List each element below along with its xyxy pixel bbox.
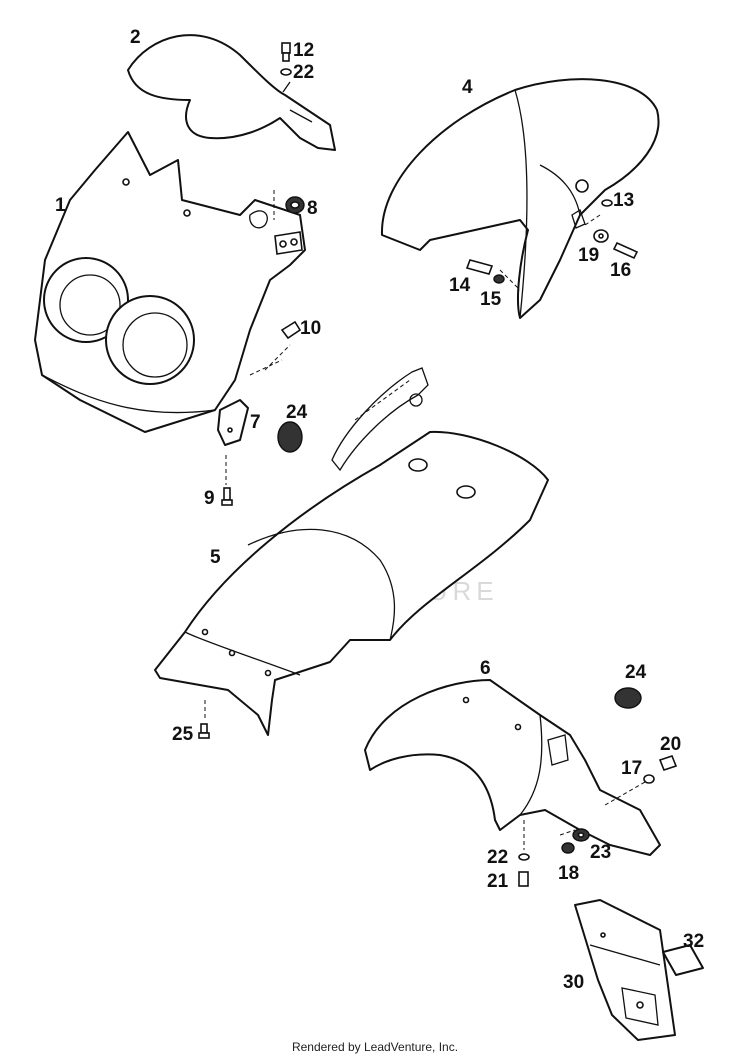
callout-17: 17 bbox=[621, 758, 642, 779]
callout-25: 25 bbox=[172, 724, 194, 745]
part-4-front-fender bbox=[380, 78, 660, 319]
callout-2: 2 bbox=[130, 27, 141, 48]
footer-credit: Rendered by LeadVenture, Inc. bbox=[291, 1040, 459, 1054]
hardware-22-washer-bottom bbox=[518, 853, 530, 861]
hardware-22-washer-top bbox=[280, 68, 292, 76]
callout-1: 1 bbox=[55, 195, 66, 216]
hardware-23-grommet bbox=[572, 828, 590, 842]
tail-rod bbox=[331, 367, 429, 472]
hardware-20-bolt bbox=[658, 755, 678, 771]
part-30-plate-holder bbox=[574, 899, 676, 1041]
callout-7: 7 bbox=[250, 412, 261, 433]
callout-24a: 24 bbox=[286, 402, 308, 423]
callout-18: 18 bbox=[558, 863, 579, 884]
callout-5: 5 bbox=[210, 547, 221, 568]
callout-19: 19 bbox=[578, 245, 599, 266]
callout-15: 15 bbox=[480, 289, 502, 310]
part-6-mudflap bbox=[364, 679, 661, 856]
hardware-10-clip bbox=[280, 320, 302, 340]
hardware-17-washer bbox=[643, 774, 655, 784]
callout-32: 32 bbox=[683, 931, 704, 952]
callout-22a: 22 bbox=[293, 62, 314, 83]
hardware-24-plug-a bbox=[277, 421, 303, 453]
callout-6: 6 bbox=[480, 658, 491, 679]
callout-8: 8 bbox=[307, 198, 318, 219]
callout-10: 10 bbox=[300, 318, 321, 339]
hardware-18-nut bbox=[561, 842, 575, 854]
part-2-visor bbox=[127, 34, 336, 151]
callout-16: 16 bbox=[610, 260, 631, 281]
callout-21: 21 bbox=[487, 871, 509, 892]
hardware-14-bolt bbox=[465, 259, 494, 275]
hardware-12-screw bbox=[281, 42, 291, 62]
callout-20: 20 bbox=[660, 734, 681, 755]
callout-12: 12 bbox=[293, 40, 314, 61]
callout-4: 4 bbox=[462, 77, 473, 98]
hardware-21-screw bbox=[518, 871, 529, 887]
leader-lines bbox=[204, 190, 646, 850]
callout-24b: 24 bbox=[625, 662, 647, 683]
callout-9: 9 bbox=[204, 488, 215, 509]
part-7-bracket bbox=[217, 399, 249, 446]
callout-14: 14 bbox=[449, 275, 471, 296]
hardware-15-nut bbox=[493, 274, 505, 284]
part-32-reflector bbox=[662, 944, 704, 976]
hardware-16-bolt bbox=[612, 241, 639, 260]
callout-13: 13 bbox=[613, 190, 634, 211]
callout-22b: 22 bbox=[487, 847, 508, 868]
callout-labels: 1 2 4 5 6 7 8 9 10 12 13 14 15 16 17 18 … bbox=[55, 27, 704, 993]
hardware-13-washer bbox=[601, 199, 613, 207]
part-1-headlight-mask bbox=[34, 131, 306, 433]
callout-23: 23 bbox=[590, 842, 611, 863]
hardware-24-plug-b bbox=[614, 687, 642, 709]
hardware-19-spacer bbox=[593, 229, 609, 243]
part-5-rear-fender bbox=[154, 430, 549, 736]
hardware-25-screw bbox=[198, 723, 210, 739]
hardware-8-grommet bbox=[285, 196, 305, 214]
hardware-9-screw bbox=[221, 487, 233, 506]
callout-30: 30 bbox=[563, 972, 584, 993]
